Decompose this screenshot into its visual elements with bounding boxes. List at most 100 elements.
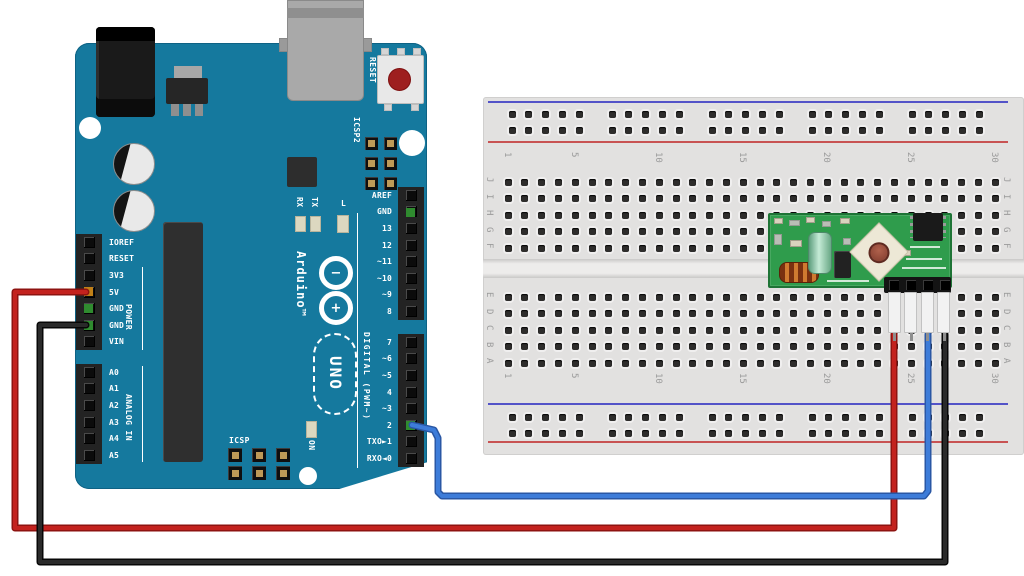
breadboard-hole[interactable] <box>521 178 529 186</box>
breadboard-hole[interactable] <box>806 359 814 367</box>
breadboard-hole[interactable] <box>638 195 646 202</box>
breadboard-hole[interactable] <box>991 244 999 252</box>
module-pin-header[interactable] <box>884 277 951 293</box>
breadboard-hole[interactable] <box>588 228 596 235</box>
icsp-pin[interactable] <box>276 448 290 462</box>
breadboard-hole[interactable] <box>588 359 596 367</box>
breadboard-hole[interactable] <box>958 310 966 317</box>
breadboard-hole[interactable] <box>605 359 613 367</box>
breadboard-rail-hole[interactable] <box>958 126 966 134</box>
breadboard-hole[interactable] <box>706 178 714 186</box>
breadboard-hole[interactable] <box>521 343 529 350</box>
breadboard-hole[interactable] <box>689 228 697 235</box>
breadboard-hole[interactable] <box>790 310 798 317</box>
breadboard-hole[interactable] <box>622 326 630 334</box>
reset-button[interactable] <box>388 68 411 91</box>
breadboard-rail-hole[interactable] <box>708 429 716 437</box>
breadboard-rail-hole[interactable] <box>825 110 833 118</box>
breadboard-hole[interactable] <box>638 326 646 334</box>
breadboard-hole[interactable] <box>655 211 663 219</box>
breadboard-hole[interactable] <box>706 244 714 252</box>
icsp2-pin[interactable] <box>384 137 397 150</box>
breadboard-hole[interactable] <box>588 244 596 252</box>
breadboard-hole[interactable] <box>655 195 663 202</box>
breadboard-rail-hole[interactable] <box>608 126 616 134</box>
breadboard-hole[interactable] <box>655 326 663 334</box>
breadboard-hole[interactable] <box>790 359 798 367</box>
breadboard-hole[interactable] <box>689 195 697 202</box>
breadboard-hole[interactable] <box>739 310 747 317</box>
breadboard-rail-hole[interactable] <box>808 429 816 437</box>
breadboard-hole[interactable] <box>739 326 747 334</box>
pin-socket[interactable] <box>76 397 102 414</box>
breadboard-hole[interactable] <box>739 178 747 186</box>
breadboard-hole[interactable] <box>756 293 764 301</box>
breadboard-hole[interactable] <box>672 228 680 235</box>
breadboard-hole[interactable] <box>840 310 848 317</box>
breadboard-hole[interactable] <box>504 326 512 334</box>
power-jack[interactable] <box>96 27 155 117</box>
breadboard-rail-hole[interactable] <box>758 110 766 118</box>
breadboard-hole[interactable] <box>706 195 714 202</box>
breadboard-hole[interactable] <box>790 293 798 301</box>
breadboard-hole[interactable] <box>806 195 814 202</box>
breadboard-rail-hole[interactable] <box>775 110 783 118</box>
breadboard-hole[interactable] <box>857 293 865 301</box>
breadboard-rail-hole[interactable] <box>675 110 683 118</box>
breadboard-rail-hole[interactable] <box>842 413 850 421</box>
breadboard-hole[interactable] <box>571 326 579 334</box>
breadboard-hole[interactable] <box>521 310 529 317</box>
breadboard-rail-hole[interactable] <box>858 413 866 421</box>
breadboard-hole[interactable] <box>739 244 747 252</box>
breadboard-rail-hole[interactable] <box>508 110 516 118</box>
breadboard-hole[interactable] <box>588 293 596 301</box>
breadboard-hole[interactable] <box>672 293 680 301</box>
breadboard-hole[interactable] <box>722 343 730 350</box>
breadboard-hole[interactable] <box>538 195 546 202</box>
breadboard-hole[interactable] <box>974 326 982 334</box>
breadboard-rail-hole[interactable] <box>742 413 750 421</box>
breadboard-hole[interactable] <box>706 310 714 317</box>
breadboard-hole[interactable] <box>790 326 798 334</box>
breadboard-hole[interactable] <box>874 326 882 334</box>
breadboard-hole[interactable] <box>655 359 663 367</box>
pin-socket[interactable] <box>398 350 424 368</box>
breadboard-hole[interactable] <box>504 244 512 252</box>
breadboard-rail-hole[interactable] <box>758 126 766 134</box>
breadboard-rail-hole[interactable] <box>542 126 550 134</box>
pin-socket[interactable] <box>76 234 102 251</box>
breadboard-hole[interactable] <box>958 293 966 301</box>
breadboard-rail-hole[interactable] <box>542 110 550 118</box>
breadboard-hole[interactable] <box>840 326 848 334</box>
breadboard-hole[interactable] <box>739 211 747 219</box>
breadboard-hole[interactable] <box>655 178 663 186</box>
breadboard-hole[interactable] <box>588 195 596 202</box>
breadboard-rail-hole[interactable] <box>525 110 533 118</box>
arduino-analog-header[interactable]: A0 A1 A2 A3 A4 A5 <box>76 364 119 464</box>
breadboard-hole[interactable] <box>840 359 848 367</box>
breadboard-hole[interactable] <box>773 310 781 317</box>
breadboard-rail-hole[interactable] <box>542 429 550 437</box>
breadboard-hole[interactable] <box>739 228 747 235</box>
breadboard-rail-hole[interactable] <box>558 110 566 118</box>
breadboard-rail-hole[interactable] <box>625 110 633 118</box>
breadboard-rail-hole[interactable] <box>908 126 916 134</box>
breadboard-hole[interactable] <box>538 211 546 219</box>
breadboard-hole[interactable] <box>874 359 882 367</box>
breadboard-hole[interactable] <box>538 228 546 235</box>
breadboard-rail-hole[interactable] <box>875 126 883 134</box>
breadboard-hole[interactable] <box>672 326 680 334</box>
breadboard-hole[interactable] <box>655 228 663 235</box>
breadboard-hole[interactable] <box>974 293 982 301</box>
breadboard-hole[interactable] <box>571 178 579 186</box>
breadboard-hole[interactable] <box>689 326 697 334</box>
breadboard-hole[interactable] <box>638 359 646 367</box>
breadboard-hole[interactable] <box>974 195 982 202</box>
breadboard-hole[interactable] <box>504 178 512 186</box>
breadboard-hole[interactable] <box>605 211 613 219</box>
breadboard-rail-hole[interactable] <box>842 429 850 437</box>
breadboard-hole[interactable] <box>722 228 730 235</box>
breadboard-rail-hole[interactable] <box>575 126 583 134</box>
pin-socket[interactable] <box>76 430 102 447</box>
icsp2-pin[interactable] <box>365 137 378 150</box>
